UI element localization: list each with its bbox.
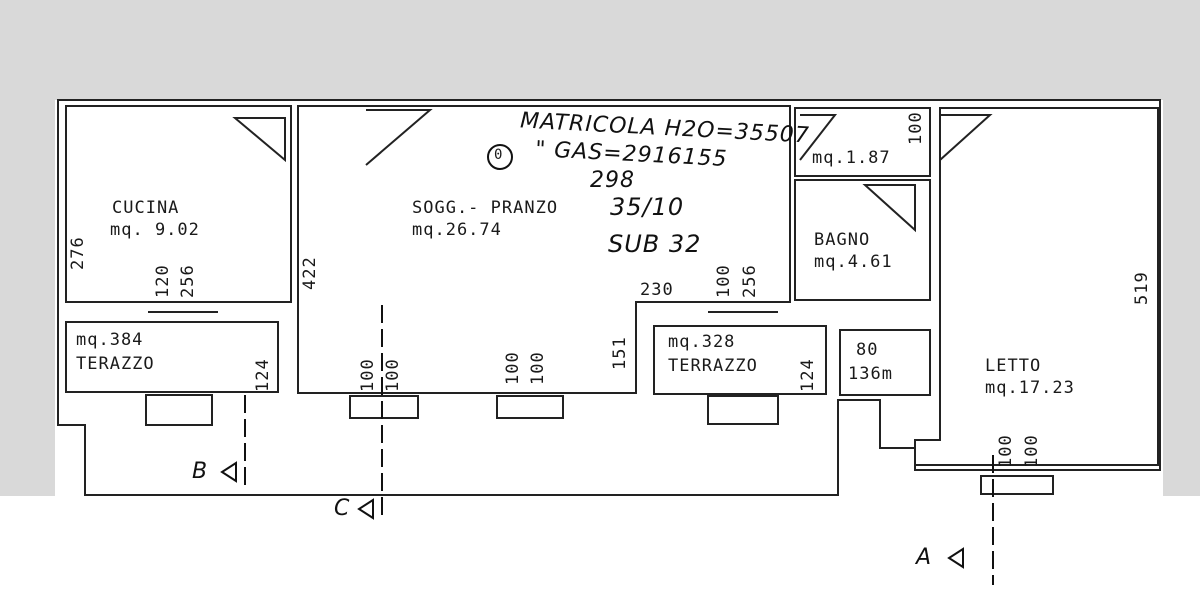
section-c-label: C <box>334 496 351 521</box>
letto-area: mq.17.23 <box>985 378 1075 398</box>
scan-border-right <box>1163 100 1200 496</box>
cucina-name: CUCINA <box>112 198 180 218</box>
dim-100g: 100 <box>996 434 1016 468</box>
soggiorno-walls <box>297 105 791 394</box>
cucina-walls <box>65 105 292 303</box>
window <box>980 475 1054 495</box>
window <box>349 395 419 419</box>
bagno-area: mq.4.61 <box>814 252 893 272</box>
window <box>496 395 564 419</box>
disimpegno-door <box>799 114 838 161</box>
bagno-door <box>862 184 916 233</box>
terrazzo-mid-walls <box>653 325 827 395</box>
dim-100f: 100 <box>906 111 926 145</box>
dim-136: 136m <box>848 364 893 384</box>
disimpegno-area: mq.1.87 <box>812 148 891 168</box>
soggiorno-name: SOGG.- PRANZO <box>412 198 559 218</box>
dim-151: 151 <box>610 336 630 370</box>
ref-298-note: 298 <box>590 168 635 193</box>
section-arrow-c <box>357 498 374 520</box>
bagno-walls <box>794 179 931 301</box>
dim-100d: 100 <box>528 351 548 385</box>
window <box>707 395 779 425</box>
section-arrow-a <box>947 547 964 569</box>
letto-name: LETTO <box>985 356 1042 376</box>
terrazzo-mid-name: TERRAZZO <box>668 356 758 376</box>
window <box>145 394 213 426</box>
dim-230: 230 <box>640 280 674 300</box>
terrazzo-left-walls <box>65 321 279 393</box>
terrazzo-mid-area: mq.328 <box>668 332 736 352</box>
letto-walls <box>914 107 1159 466</box>
dim-80: 80 <box>856 340 879 360</box>
terrazzo-left-area: mq.384 <box>76 330 144 350</box>
section-a-label: A <box>916 545 933 570</box>
section-b-label: B <box>192 459 209 484</box>
outer-wall <box>57 99 1161 496</box>
dim-100c: 100 <box>503 351 523 385</box>
circle-mark <box>487 144 513 170</box>
dim-422: 422 <box>300 256 320 290</box>
ref-35-10-note: 35/10 <box>610 193 685 221</box>
circle-mark-label: 0 <box>494 147 504 163</box>
dim-256b: 256 <box>740 264 760 298</box>
cucina-door <box>232 117 286 163</box>
dim-276: 276 <box>68 236 88 270</box>
dim-100h: 100 <box>1022 434 1042 468</box>
terrazzo-left-name: TERAZZO <box>76 354 155 374</box>
dim-100e: 100 <box>714 264 734 298</box>
section-arrow-b <box>220 461 237 483</box>
cucina-area: mq. 9.02 <box>110 220 200 240</box>
letto-door <box>939 114 993 161</box>
dim-100a: 100 <box>358 358 378 392</box>
dim-256a: 256 <box>178 264 198 298</box>
dim-124b: 124 <box>798 358 818 392</box>
scan-border-left <box>0 100 55 496</box>
disimpegno-walls <box>794 107 931 177</box>
scan-border-top <box>0 0 1200 100</box>
dim-120: 120 <box>153 264 173 298</box>
dim-519: 519 <box>1132 271 1152 305</box>
bagno-name: BAGNO <box>814 230 871 250</box>
soggiorno-area: mq.26.74 <box>412 220 502 240</box>
dim-124a: 124 <box>253 358 273 392</box>
sub-note: SUB 32 <box>608 230 702 258</box>
soggiorno-door <box>365 109 433 166</box>
terrazzo-ext <box>839 329 931 396</box>
dim-100b: 100 <box>383 358 403 392</box>
